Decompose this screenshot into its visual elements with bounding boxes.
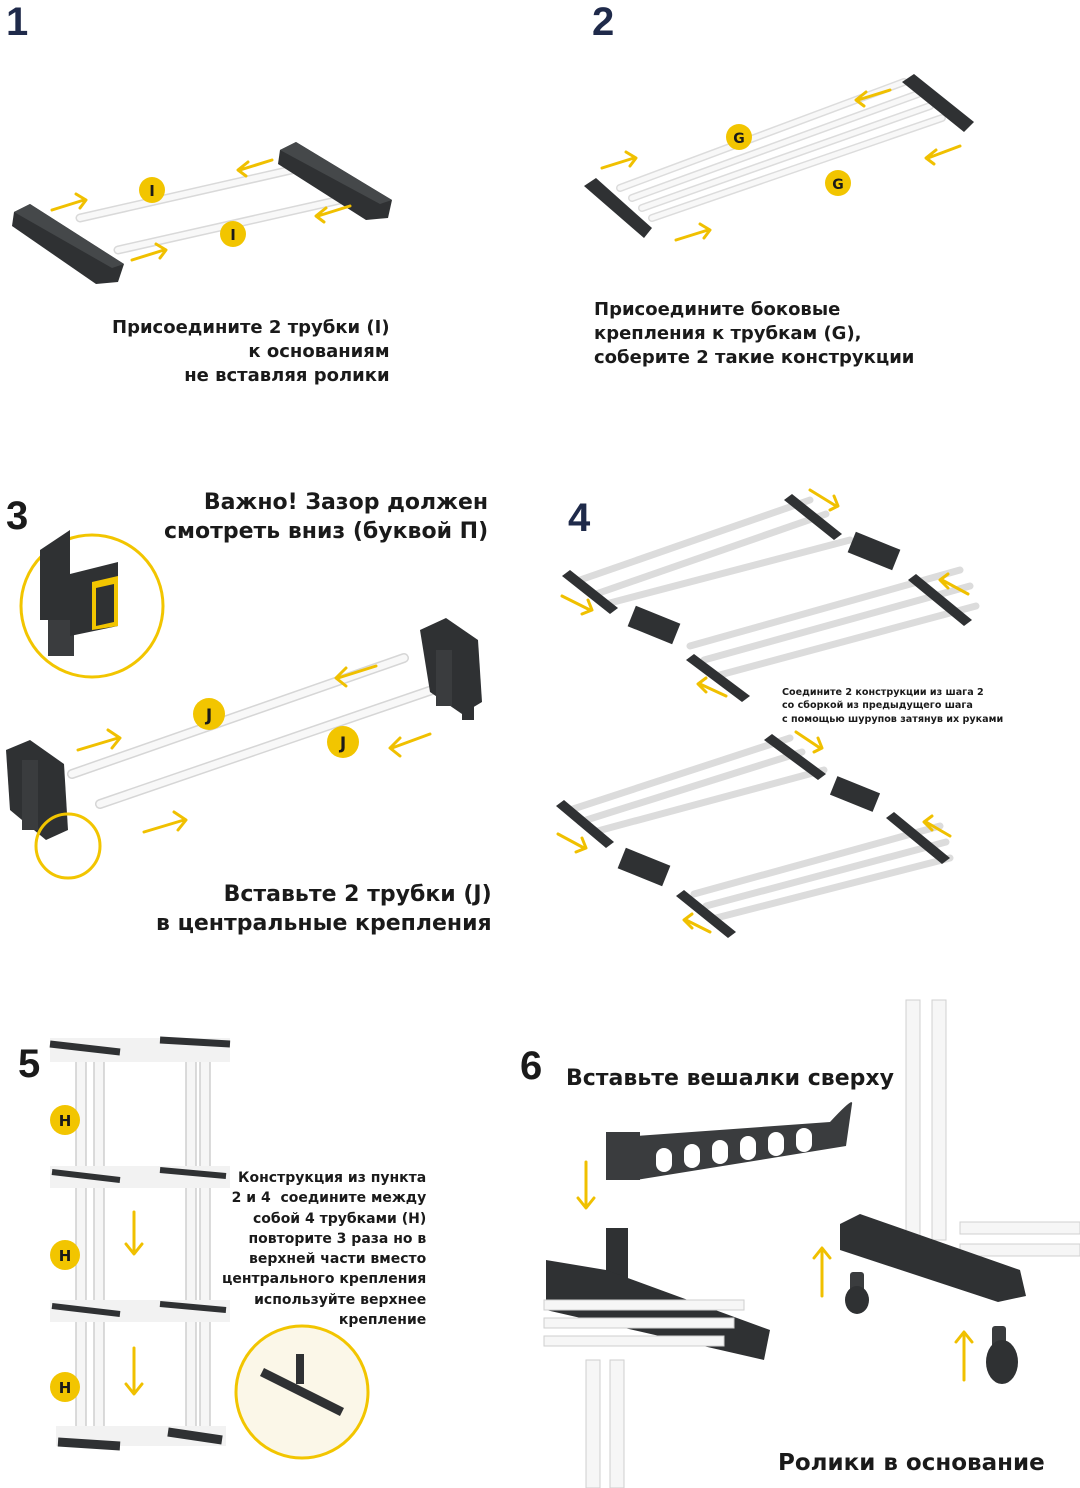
step-6-panel: 6 Вставьте вешалки сверху (520, 999, 1080, 1488)
tube-badge-j: J (205, 706, 212, 726)
tube-badge-j: J (339, 734, 346, 754)
tube-badge-i: I (230, 226, 236, 244)
step-caption: Присоедините 2 трубки (I) к основаниям н… (112, 317, 390, 386)
step-number: 4 (568, 496, 591, 540)
step-1-illustration: I I (12, 142, 392, 284)
tube-badge-h: H (59, 1112, 72, 1130)
step-caption: Присоедините боковые крепления к трубкам… (594, 299, 915, 368)
step-3-panel: 3 Важно! Зазор должен смотреть вниз (бук… (0, 470, 540, 970)
step-4-illustration (556, 488, 980, 938)
important-note: Важно! Зазор должен смотреть вниз (букво… (164, 490, 489, 545)
tube-badge-h: H (59, 1379, 72, 1397)
step-2-panel: 2 G G Присоедините боковые крепл (540, 0, 1080, 440)
step-1-panel: 1 I I Присоедините 2 трубки (I) к основа… (0, 0, 540, 440)
step-5-illustration: H H H (49, 1036, 370, 1460)
tube-badge-g: G (832, 177, 844, 193)
step-caption: Конструкция из пункта 2 и 4 соедините ме… (222, 1170, 427, 1329)
tube-badge-h: H (59, 1247, 72, 1265)
step-caption: Соедините 2 конструкции из шага 2 со сбо… (782, 687, 1004, 725)
step-caption: Ролики в основание (778, 1450, 1045, 1476)
tube-badge-i: I (149, 182, 155, 200)
step-number: 3 (6, 494, 29, 538)
step-title: Вставьте вешалки сверху (566, 1066, 894, 1091)
step-number: 6 (520, 1044, 543, 1088)
step-number: 1 (6, 0, 29, 44)
step-number: 2 (592, 0, 615, 44)
step-caption: Вставьте 2 трубки (J) в центральные креп… (156, 882, 492, 937)
step-number: 5 (18, 1042, 41, 1086)
step-4-panel: 4 (540, 470, 1080, 970)
step-3-illustration: J J (6, 530, 482, 880)
step-2-illustration: G G (584, 74, 974, 242)
tube-badge-g: G (733, 131, 745, 147)
step-5-panel: 5 (0, 1000, 540, 1488)
step-6-illustration (543, 999, 1080, 1488)
